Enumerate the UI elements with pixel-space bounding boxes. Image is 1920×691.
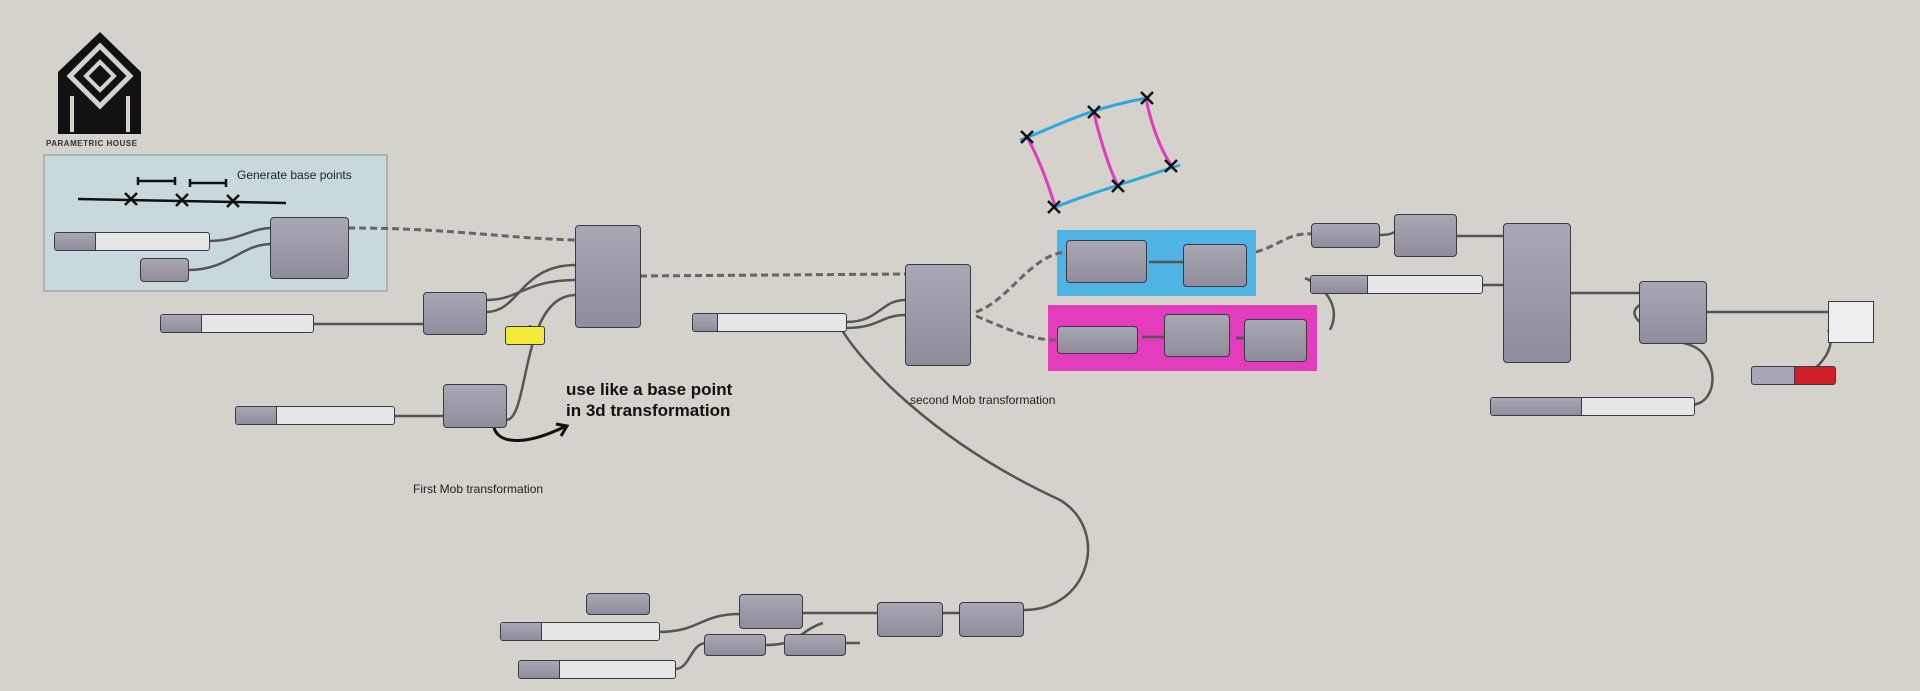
component[interactable] [959, 602, 1024, 637]
slider-knob[interactable] [1491, 398, 1582, 415]
base-point-note-line1: use like a base point [566, 380, 733, 399]
component[interactable] [140, 258, 189, 282]
component[interactable] [905, 264, 971, 366]
slider[interactable] [54, 232, 210, 251]
slider[interactable] [518, 660, 676, 679]
note-arrow [492, 424, 567, 442]
toggle-true-indicator [1794, 367, 1835, 384]
logo-text: PARAMETRIC HOUSE [46, 139, 138, 148]
slider[interactable] [160, 314, 314, 333]
yellow-param[interactable] [505, 326, 545, 345]
component[interactable] [704, 634, 766, 656]
slider[interactable] [500, 622, 660, 641]
component[interactable] [443, 384, 507, 428]
mobius-sketch [1019, 91, 1181, 214]
slider-knob[interactable] [519, 661, 560, 678]
slider-knob[interactable] [161, 315, 202, 332]
component[interactable] [877, 602, 943, 637]
slider[interactable] [235, 406, 395, 425]
note-arrow-head [555, 422, 570, 437]
slider-knob[interactable] [693, 314, 718, 331]
slider-knob[interactable] [501, 623, 542, 640]
panel[interactable] [1828, 301, 1874, 343]
component[interactable] [575, 225, 641, 328]
component[interactable] [423, 292, 487, 335]
house-diamond-logo-icon [58, 32, 141, 134]
component[interactable] [270, 217, 349, 279]
dashed-wires [347, 226, 1313, 342]
component[interactable] [1503, 223, 1571, 363]
component[interactable] [586, 593, 650, 615]
component[interactable] [1311, 223, 1380, 248]
second-mob-label: second Mob transformation [910, 393, 1056, 407]
slider-knob[interactable] [1311, 276, 1368, 293]
component[interactable] [1057, 326, 1138, 354]
slider[interactable] [1490, 397, 1695, 416]
component[interactable] [739, 594, 803, 629]
boolean-toggle[interactable] [1751, 366, 1836, 385]
slider-knob[interactable] [236, 407, 277, 424]
component[interactable] [784, 634, 846, 656]
slider[interactable] [1310, 275, 1483, 294]
component[interactable] [1164, 314, 1230, 357]
component[interactable] [1394, 214, 1457, 257]
group-label-generate-base-points: Generate base points [237, 168, 352, 182]
base-point-note-line2: in 3d transformation [566, 401, 731, 420]
base-points-sketch [77, 177, 287, 208]
slider[interactable] [692, 313, 847, 332]
component[interactable] [1244, 319, 1307, 362]
first-mob-label: First Mob transformation [413, 482, 544, 496]
base-point-note: use like a base point in 3d transformati… [566, 379, 732, 421]
component[interactable] [1639, 281, 1707, 344]
component[interactable] [1183, 244, 1247, 287]
slider-knob[interactable] [55, 233, 96, 250]
component[interactable] [1066, 240, 1147, 283]
